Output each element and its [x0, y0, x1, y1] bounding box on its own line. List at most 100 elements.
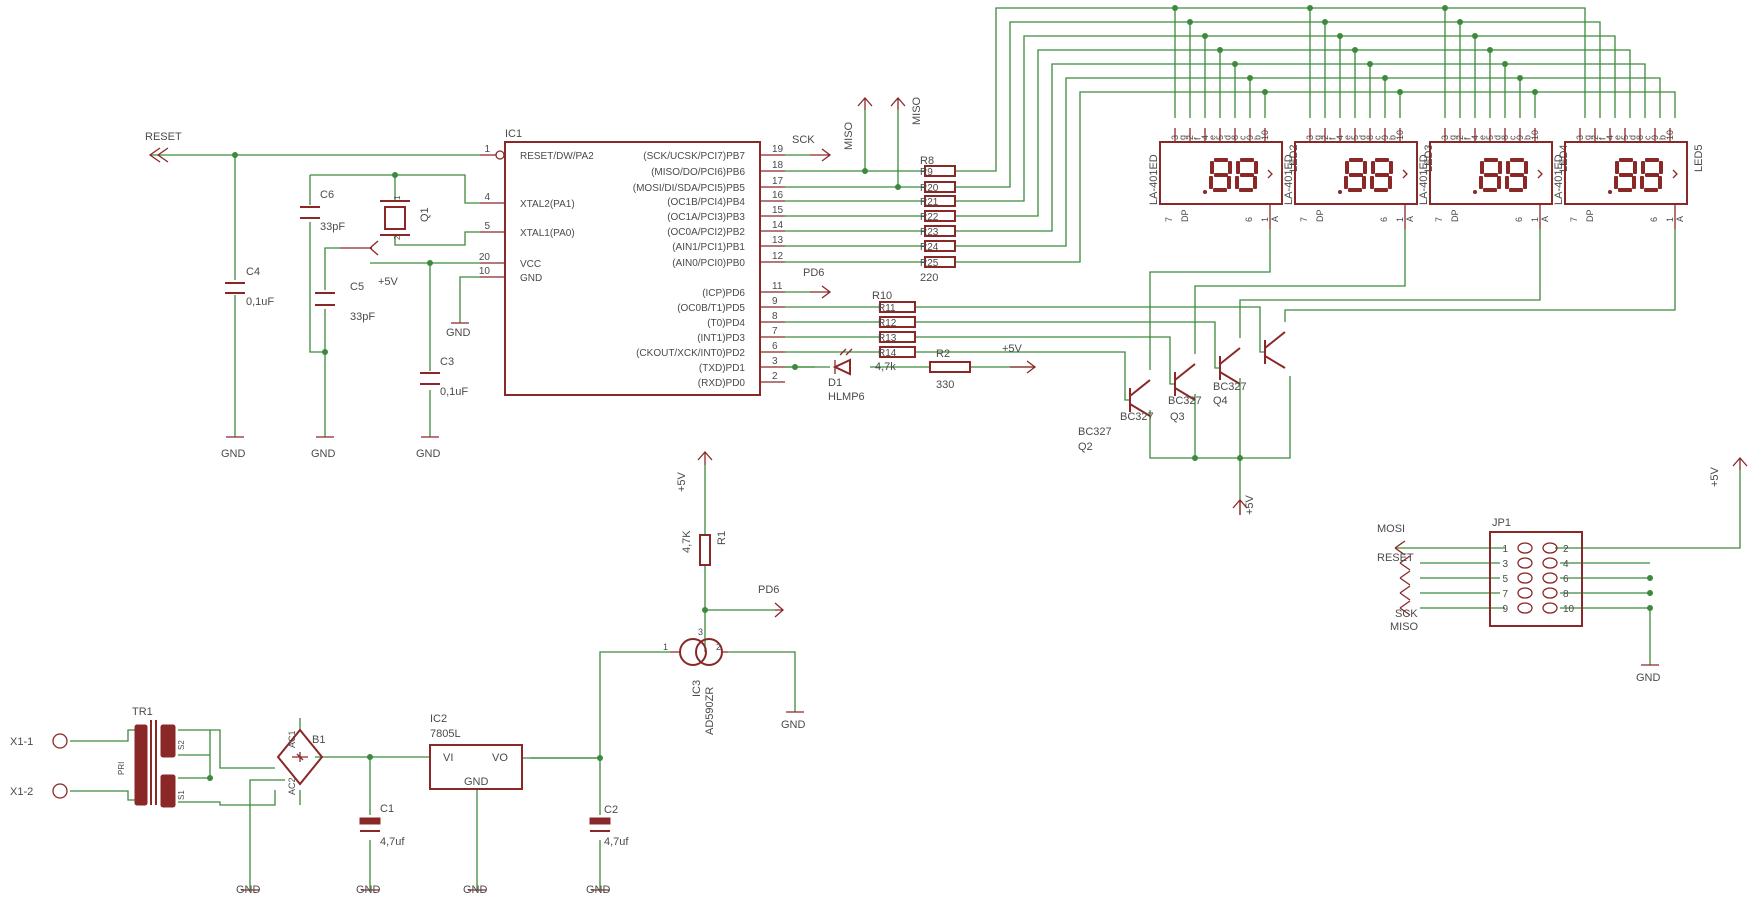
ic3-value: AD590ZR: [704, 687, 716, 735]
net-labels: RESET SCK MISO MISO +5V PD6 +5V +5V +5V …: [145, 96, 1748, 633]
led-type: LA-401ED: [1553, 154, 1565, 205]
capacitor-c4: C4 0,1uF: [225, 266, 274, 308]
ic1-right-pin-number: 9: [772, 296, 778, 307]
ic1-left-pin-label: GND: [520, 273, 542, 284]
miso-net-label-1: MISO: [843, 121, 855, 150]
gnd-label-c4: GND: [221, 448, 246, 460]
ic2-value: 7805L: [430, 728, 461, 740]
led-bottom-pin: DP: [1585, 209, 1595, 222]
jp1-mosi-label: MOSI: [1377, 523, 1405, 535]
r8-resistor: [924, 225, 956, 237]
svg-text:2: 2: [393, 235, 402, 240]
capacitor-c3: C3 0,1uF: [420, 356, 468, 398]
ic1-microcontroller: IC1 RESET/DW/PA21XTAL2(PA1)4XTAL1(PA0)5V…: [479, 128, 785, 396]
led-top-pin: f: [1193, 137, 1203, 140]
ic1-right-pin-label: (AIN1/PCI1)PB1: [672, 242, 745, 253]
transistor-name: Q3: [1170, 411, 1185, 423]
r8-resistor: [924, 181, 956, 193]
r10-resistor-label: R13: [878, 333, 897, 344]
jp1-sck-label: SCK: [1395, 608, 1418, 620]
b1-ac1: AC1: [287, 730, 297, 748]
x1-1-label: X1-1: [10, 736, 33, 748]
ic1-right-pin-label: (RXD)PD0: [698, 378, 746, 389]
led-top-pin: f: [1598, 137, 1608, 140]
r10-name: R10: [872, 290, 892, 302]
led-bottom-pin: 7: [1299, 217, 1309, 222]
led-top-pin: g: [1178, 135, 1188, 140]
r8-resistor-label: R9: [920, 167, 933, 178]
ic1-left-pin-number: 20: [479, 252, 491, 263]
crystal-q1: Q1 1 2: [380, 195, 431, 240]
jp1-pin-number: 3: [1502, 559, 1508, 570]
gnd-label-ic3: GND: [781, 719, 806, 731]
ic2-gnd: GND: [464, 776, 489, 788]
transistor-value: BC327: [1078, 426, 1112, 438]
ic1-left-pin-number: 1: [484, 144, 490, 155]
r10-value: 4,7k: [875, 361, 896, 373]
led-bottom-pin: 1: [1260, 217, 1270, 222]
led-top-pin: b: [1388, 135, 1398, 140]
ic2-name: IC2: [430, 713, 447, 725]
c3-value: 0,1uF: [440, 386, 468, 398]
jp1-pin-number: 10: [1563, 604, 1575, 615]
ic1-right-pin-label: (OC0A/PCI2)PB2: [667, 227, 745, 238]
led-bottom-pin: 1: [1530, 217, 1540, 222]
ic1-right-pin-number: 12: [772, 251, 784, 262]
led-bottom-pin: A: [1675, 216, 1685, 222]
ic1-right-pin-label: (AIN0/PCI0)PB0: [672, 258, 745, 269]
ic1-left-pin-label: XTAL1(PA0): [520, 228, 575, 239]
ic1-right-pin-label: (INT1)PD3: [697, 333, 745, 344]
pd6-net-label-1: PD6: [803, 267, 824, 279]
led-name: LED5: [1693, 144, 1705, 172]
pd6-net-label-2: PD6: [758, 584, 779, 596]
sck-net-label: SCK: [792, 134, 815, 146]
r10-resistor-label: R12: [878, 318, 897, 329]
svg-text:3: 3: [698, 627, 703, 637]
tr1-s2: S2: [177, 740, 186, 750]
led-bottom-pin: DP: [1450, 209, 1460, 222]
r8-resistor: [924, 240, 956, 252]
c1-name: C1: [380, 803, 394, 815]
led-top-pin: e: [1613, 135, 1623, 140]
jp1-pin: [1542, 542, 1558, 554]
d1-value: HLMP6: [828, 391, 865, 403]
r8-resistor: [924, 210, 956, 222]
r8-resistor: [924, 195, 956, 207]
transistor-value: BC327: [1168, 395, 1202, 407]
r8-resistor-label: R21: [920, 197, 939, 208]
led-top-pin: c: [1643, 135, 1653, 140]
resistor-r1: R1 4,7K: [681, 530, 728, 566]
ic1-left-pin-label: RESET/DW/PA2: [520, 151, 594, 162]
bus-dots: [1172, 5, 1538, 95]
gnd-label-ic2: GND: [463, 884, 488, 896]
r8-resistor-label: R20: [920, 183, 939, 194]
gnd-label-c1: GND: [356, 884, 381, 896]
gnd-label-jp1: GND: [1636, 672, 1661, 684]
c6-name: C6: [320, 189, 334, 201]
ic1-right-pin-label: (SCK/UCSK/PCI7)PB7: [643, 151, 745, 162]
led-type: LA-401ED: [1148, 154, 1160, 205]
jp1-miso-label: MISO: [1390, 621, 1419, 633]
led-bottom-pin: A: [1270, 216, 1280, 222]
led-type: LA-401ED: [1283, 154, 1295, 205]
ic1-right-pin-number: 7: [772, 326, 778, 337]
led-bottom-pin: 6: [1379, 217, 1389, 222]
capacitor-c5: C5 33pF: [315, 281, 375, 323]
ic1-right-pin-number: 6: [772, 341, 778, 352]
gnd-label-c5: GND: [311, 448, 336, 460]
tr1-s1: S1: [177, 790, 186, 800]
transistor-name: Q4: [1213, 395, 1228, 407]
led-top-pin: d: [1358, 135, 1368, 140]
ic1-right-pin-label: (MISO/DO/PCI6)PB6: [651, 167, 745, 178]
q1-name: Q1: [419, 207, 431, 222]
r2-value: 330: [936, 379, 954, 391]
led-top-pin: g: [1583, 135, 1593, 140]
r10-resistor: [879, 301, 916, 313]
jp1-pin-number: 8: [1563, 589, 1569, 600]
ic1-right-pin-number: 17: [772, 176, 784, 187]
